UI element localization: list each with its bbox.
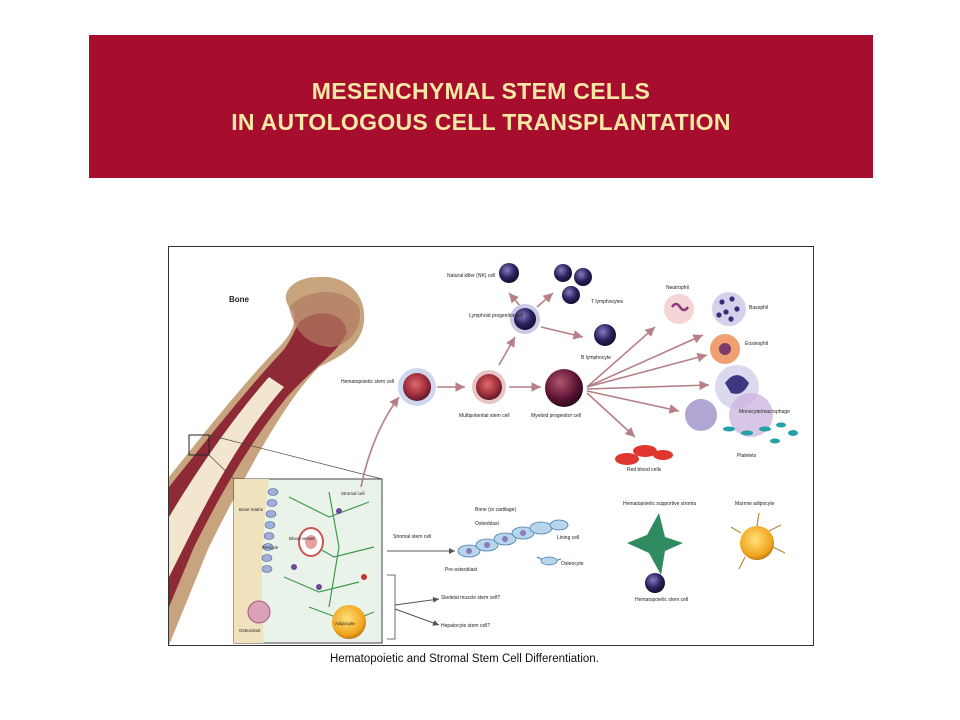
- stromal-lineage: [457, 512, 786, 593]
- adipocyte-label: Adipocyte: [335, 621, 355, 626]
- diagram-svg: Bone Bone matrix Stromal cell Blood vess…: [169, 263, 798, 645]
- osteocyte-label: Osteocyte: [561, 561, 584, 567]
- marrow-adipocyte-label: Marrow adipocyte: [735, 501, 775, 507]
- hematopoietic-stem-cell-2-label: Hematopoietic stem cell: [635, 597, 688, 603]
- monocyte-label: Monocyte/macrophage: [739, 409, 790, 415]
- bone-illustration: [169, 276, 365, 645]
- title-banner: MESENCHYMAL STEM CELLS IN AUTOLOGOUS CEL…: [89, 35, 873, 178]
- skeletal-muscle-stem-cell-label: Skeletal muscle stem cell?: [441, 595, 500, 601]
- pre-osteoblast-label: Pre-osteoblast: [445, 567, 478, 573]
- lining-cell-label: Lining cell: [557, 535, 579, 541]
- neutrophil-label: Neutrophil: [666, 285, 689, 291]
- stromal-stem-cell-label: Stromal stem cell: [393, 534, 431, 540]
- hematopoietic-stem-cell-label: Hematopoietic stem cell: [341, 379, 394, 385]
- marrow-inset: [233, 478, 383, 644]
- lymphoid-progenitor-label: Lymphoid progenitor cell: [469, 313, 523, 319]
- figure-caption: Hematopoietic and Stromal Stem Cell Diff…: [330, 653, 599, 665]
- red-blood-cells-label: Red blood cells: [627, 467, 662, 473]
- hepatocyte-stem-cell-label: Hepatocyte stem cell?: [441, 623, 490, 629]
- osteoblast-label: Osteoblast: [475, 521, 500, 527]
- osteoclast-label: Osteoclast: [239, 628, 261, 633]
- b-lymphocyte-label: B lymphocyte: [581, 355, 611, 361]
- title-line-1: MESENCHYMAL STEM CELLS: [311, 77, 651, 104]
- t-lymphocytes-label: T lymphocytes: [591, 299, 624, 305]
- hematopoietic-cells: [398, 263, 798, 465]
- multipotential-stem-cell-label: Multipotential stem cell: [459, 413, 510, 419]
- pericyte-label: Pericyte: [262, 545, 279, 550]
- title-line-2: IN AUTOLOGOUS CELL TRANSPLANTATION: [231, 108, 731, 135]
- bone-label: Bone: [229, 295, 250, 304]
- supportive-stroma-label: Hematopoietic supportive stroma: [623, 501, 696, 507]
- nk-cell-label: Natural killer (NK) cell: [447, 273, 495, 279]
- blood-vessel-label: Blood vessel: [289, 536, 315, 541]
- eosinophil-label: Eosinophil: [745, 341, 768, 347]
- bone-matrix-label: Bone matrix: [239, 507, 264, 512]
- lineage-arrows: [360, 292, 710, 488]
- platelets-label: Platelets: [737, 453, 757, 459]
- stromal-cell-label: Stromal cell: [341, 491, 365, 496]
- bone-or-cartilage-label: Bone (or cartilage): [475, 507, 516, 513]
- basophil-label: Basophil: [749, 305, 768, 311]
- stem-cell-diagram: Bone Bone matrix Stromal cell Blood vess…: [168, 246, 814, 646]
- myeloid-progenitor-label: Myeloid progenitor cell: [531, 413, 581, 419]
